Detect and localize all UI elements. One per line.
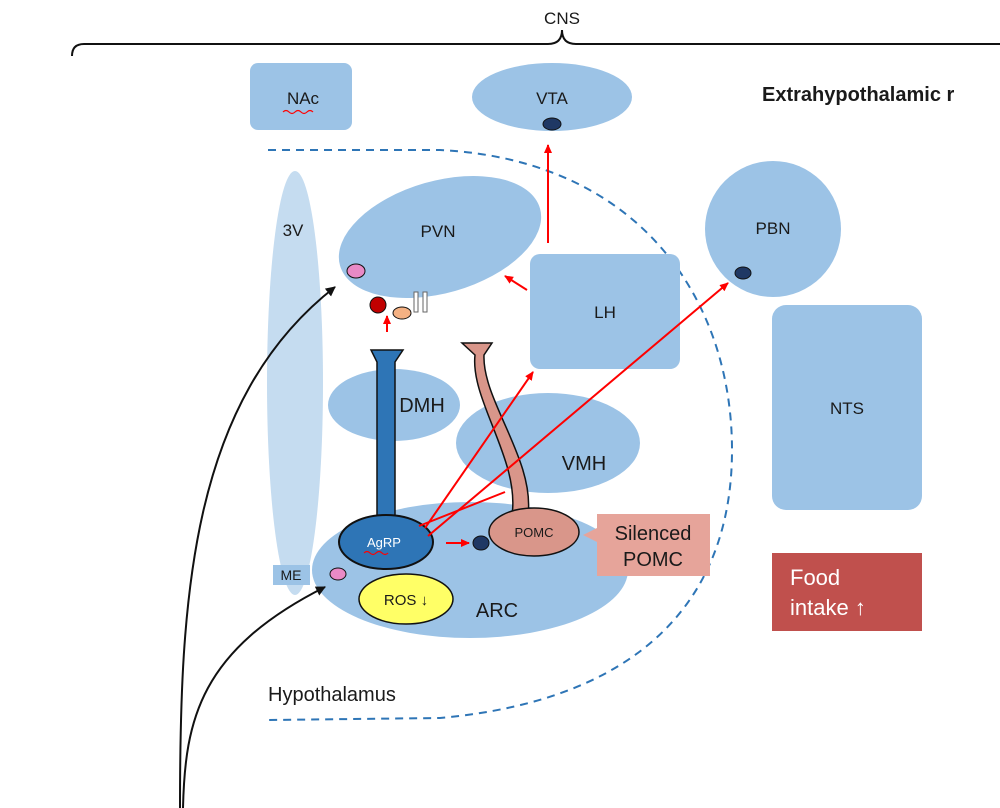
pbn-label: PBN <box>756 219 791 238</box>
arrow-input-to-arc <box>182 586 326 808</box>
nts-region <box>772 305 922 510</box>
nac-label: NAc <box>287 89 320 108</box>
food-intake-line1: Food <box>790 565 840 590</box>
pvn-terminal-pink <box>346 263 366 279</box>
pvn-label: PVN <box>421 222 456 241</box>
silenced-pomc-box <box>597 514 710 576</box>
pomc-synapse-neuron <box>472 535 490 551</box>
agrp-label: AgRP <box>367 535 401 550</box>
pvn-region <box>338 176 542 298</box>
agrp-spellcheck-underline <box>363 550 389 556</box>
lh-region <box>530 254 680 369</box>
hypothalamus-label: Hypothalamus <box>268 684 396 706</box>
pvn-receptor-bar-2 <box>422 291 428 313</box>
cns-label: CNS <box>544 9 580 28</box>
extrahypothalamic-label: Extrahypothalamic r <box>762 84 955 106</box>
cns-brace <box>71 29 1000 57</box>
food-intake-box <box>772 553 922 631</box>
nac-region <box>250 63 352 130</box>
ros-label: ROS ↓ <box>384 592 428 609</box>
hypothalamus-boundary <box>267 149 734 721</box>
silenced-pomc-line1: Silenced <box>615 523 692 545</box>
pomc-axon <box>460 342 530 516</box>
arrow-input-to-pvn <box>179 286 336 808</box>
nac-spellcheck-underline <box>282 109 314 115</box>
me-label: ME <box>281 567 302 583</box>
arc-label: ARC <box>476 600 518 622</box>
arrow-agrp-to-lh <box>424 371 534 529</box>
vta-label: VTA <box>536 89 568 108</box>
pbn-neuron <box>734 266 752 280</box>
me-region <box>273 565 310 585</box>
third-ventricle-label: 3V <box>283 221 304 240</box>
lh-label: LH <box>594 303 616 322</box>
arrow-agrp-to-vmh <box>418 491 506 527</box>
dmh-label: DMH <box>399 395 445 417</box>
pvn-synapse-red <box>369 296 387 314</box>
vta-neuron <box>542 117 562 131</box>
third-ventricle <box>267 171 323 595</box>
arrow-agrp-to-pbn <box>427 282 729 537</box>
pomc-label: POMC <box>515 525 554 540</box>
vta-region <box>472 63 632 131</box>
pvn-receptor-orange <box>392 306 412 320</box>
ros-ellipse <box>358 573 454 625</box>
pomc-soma <box>488 507 580 557</box>
vmh-label: VMH <box>562 453 606 475</box>
silenced-pomc-line2: POMC <box>623 549 683 571</box>
nts-label: NTS <box>830 399 864 418</box>
agrp-soma <box>338 514 434 570</box>
me-terminal-pink <box>329 567 347 581</box>
food-intake-line2: intake ↑ <box>790 595 866 620</box>
silenced-pomc-pointer <box>583 528 597 542</box>
pbn-region <box>705 161 841 297</box>
pvn-receptor-bar-1 <box>413 291 419 313</box>
arrow-lh-to-pvn <box>504 275 528 291</box>
